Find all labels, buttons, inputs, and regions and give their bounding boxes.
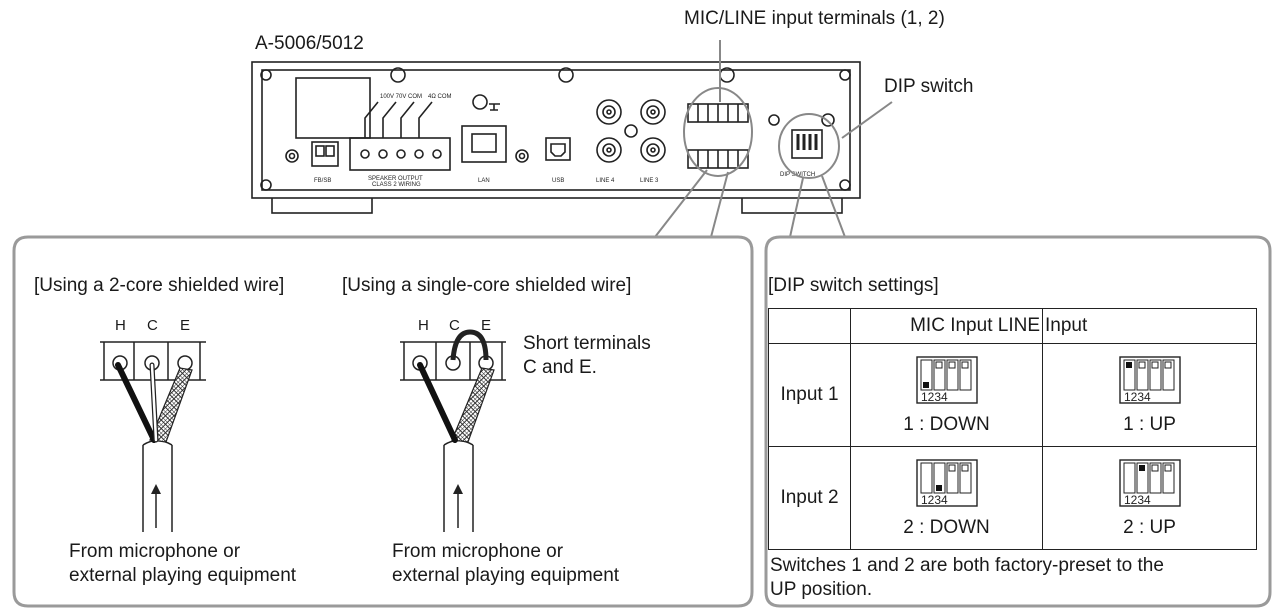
state-label: 1 : UP: [1123, 414, 1176, 435]
dip-callout-frame: [764, 235, 1272, 608]
terminal-e-label-1core: E: [481, 317, 492, 334]
col-header-mic: MIC Input LINE: [850, 308, 1043, 344]
from-line1-2core: From microphone or: [69, 541, 241, 562]
dip-highlight-ellipse: [778, 113, 840, 179]
dip-settings-table: MIC Input LINE Input Input 1 1234 1 : DO…: [768, 308, 1257, 550]
svg-text:1234: 1234: [1124, 390, 1151, 404]
dip-switch-icon: 1234: [1118, 459, 1181, 507]
dip-cell-r1-line: 1234 1 : UP: [1042, 343, 1257, 447]
lan-label: LAN: [478, 178, 490, 184]
terminal-highlight-ellipse: [683, 87, 753, 177]
state-label: 2 : DOWN: [903, 517, 990, 538]
dip-switch-icon: 1234: [915, 459, 978, 507]
svg-text:1234: 1234: [921, 493, 948, 507]
dip-switch-icon: 1234: [915, 356, 978, 404]
terminal-h-label-1core: H: [418, 317, 429, 334]
speaker-label: SPEAKER OUTPUT: [368, 176, 423, 182]
dip-cell-r1-mic: 1234 1 : DOWN: [850, 343, 1043, 447]
col-header-line: Input: [1042, 308, 1257, 344]
dip-switch-label: DIP switch: [884, 76, 974, 97]
two-core-title: [Using a 2-core shielded wire]: [34, 275, 285, 296]
dip-cell-r2-line: 1234 2 : UP: [1042, 446, 1257, 550]
single-core-title: [Using a single-core shielded wire]: [342, 275, 632, 296]
fb-label: FB/SB: [314, 178, 331, 184]
wiring-callout-frame: [12, 235, 754, 608]
from-line1-1core: From microphone or: [392, 541, 564, 562]
svg-text:1234: 1234: [1124, 493, 1151, 507]
model-label: A-5006/5012: [255, 33, 364, 54]
usb-label: USB: [552, 178, 564, 184]
terminal-c-label-1core: C: [449, 317, 460, 334]
terminal-e-label-2core: E: [180, 317, 191, 334]
speaker-sub-label: CLASS 2 WIRING: [372, 182, 421, 188]
short-note-line1: Short terminals: [523, 333, 651, 354]
dip-switch-icon: 1234: [1118, 356, 1181, 404]
terminal-c-label-2core: C: [147, 317, 158, 334]
ohm-label: 4Ω COM: [428, 94, 452, 100]
row-label-input2: Input 2: [768, 446, 851, 550]
line3-label: LINE 3: [640, 178, 659, 184]
state-label: 1 : DOWN: [903, 414, 990, 435]
dip-note-line1: Switches 1 and 2 are both factory-preset…: [770, 555, 1164, 576]
mic-line-terminals-label: MIC/LINE input terminals (1, 2): [684, 8, 945, 29]
voltage-label: 100V 70V COM: [380, 94, 422, 100]
state-label: 2 : UP: [1123, 517, 1176, 538]
line4-label: LINE 4: [596, 178, 615, 184]
row-label-input1: Input 1: [768, 343, 851, 447]
dip-settings-title: [DIP switch settings]: [768, 275, 939, 296]
terminal-h-label-2core: H: [115, 317, 126, 334]
dip-cell-r2-mic: 1234 2 : DOWN: [850, 446, 1043, 550]
from-line2-1core: external playing equipment: [392, 565, 620, 586]
from-line2-2core: external playing equipment: [69, 565, 297, 586]
short-note-line2: C and E.: [523, 357, 597, 378]
svg-text:1234: 1234: [921, 390, 948, 404]
dip-note-line2: UP position.: [770, 579, 873, 600]
table-corner: [768, 308, 851, 344]
